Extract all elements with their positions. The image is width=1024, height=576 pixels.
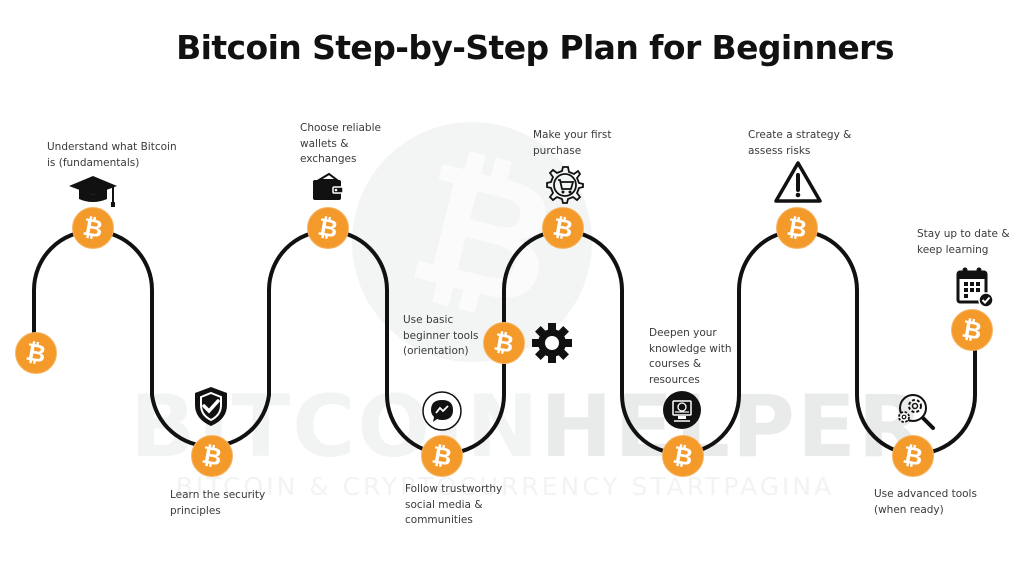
watermark-tagline: BITCOIN & CRYPTOCURRENCY STARTPAGINA [175,472,835,501]
warning-icon [774,161,822,203]
calendar-check-icon [956,267,994,308]
messenger-icon [422,391,462,431]
step-9-label: Use advanced tools(when ready) [874,488,977,516]
step-10-label: Stay up to date &keep learning [917,228,1010,256]
watermark-brand-dark: HELPER [540,377,926,477]
gear-search-icon [898,394,935,430]
coin-step-9[interactable]: ₿ [892,435,934,477]
page-title: Bitcoin Step-by-Step Plan for Beginners [176,28,894,67]
shield-check-icon [195,387,227,426]
coin-step-8[interactable]: ₿ [776,207,818,249]
computer-course-icon [663,391,701,429]
coin-step-2[interactable]: ₿ [191,435,233,477]
graduation-cap-icon [69,176,117,207]
coin-step-1[interactable]: ₿ [72,207,114,249]
cart-gear-icon [546,166,584,204]
wallet-icon [313,172,344,200]
coin-step-3[interactable]: ₿ [307,207,349,249]
coin-step-7[interactable]: ₿ [662,435,704,477]
coin-step-6[interactable]: ₿ [542,207,584,249]
coin-step-4[interactable]: ₿ [421,435,463,477]
coin-step-5[interactable]: ₿ [483,322,525,364]
gear-icon [532,323,572,363]
coin-start: ₿ [15,332,57,374]
step-8-label: Create a strategy &assess risks [748,129,852,157]
coin-step-10[interactable]: ₿ [951,309,993,351]
